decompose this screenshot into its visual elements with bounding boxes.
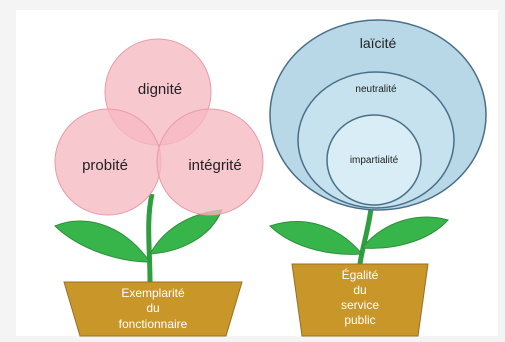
left-pot-line-2: du — [146, 301, 159, 315]
right-flower: laïcité neutralité impartialité Égalité … — [269, 19, 487, 337]
left-pot — [63, 281, 243, 337]
right-pot-line-3: service — [341, 298, 379, 312]
label-impartialite: impartialité — [350, 155, 399, 166]
label-laicite: laïcité — [360, 35, 397, 51]
left-flower: dignité probité intégrité Exemplarité du… — [54, 38, 264, 337]
circle-impartialite — [326, 114, 422, 206]
right-pot-line-4: public — [344, 313, 375, 327]
right-pot-line-1: Égalité — [342, 267, 379, 282]
label-neutralite: neutralité — [355, 84, 397, 95]
left-pot-line-3: fonctionnaire — [119, 317, 188, 331]
left-stem — [146, 193, 155, 283]
right-flower-left-leaf — [269, 221, 364, 255]
label-dignite: dignité — [138, 81, 182, 98]
petal-integrite — [156, 108, 264, 216]
label-integrite: intégrité — [188, 157, 241, 174]
right-pot — [291, 263, 429, 337]
left-flower-left-leaf — [54, 220, 151, 263]
right-flower-right-leaf — [360, 216, 449, 249]
left-pot-line-1: Exemplarité — [121, 286, 185, 300]
right-pot-line-2: du — [353, 283, 366, 297]
label-probite: probité — [82, 157, 128, 174]
